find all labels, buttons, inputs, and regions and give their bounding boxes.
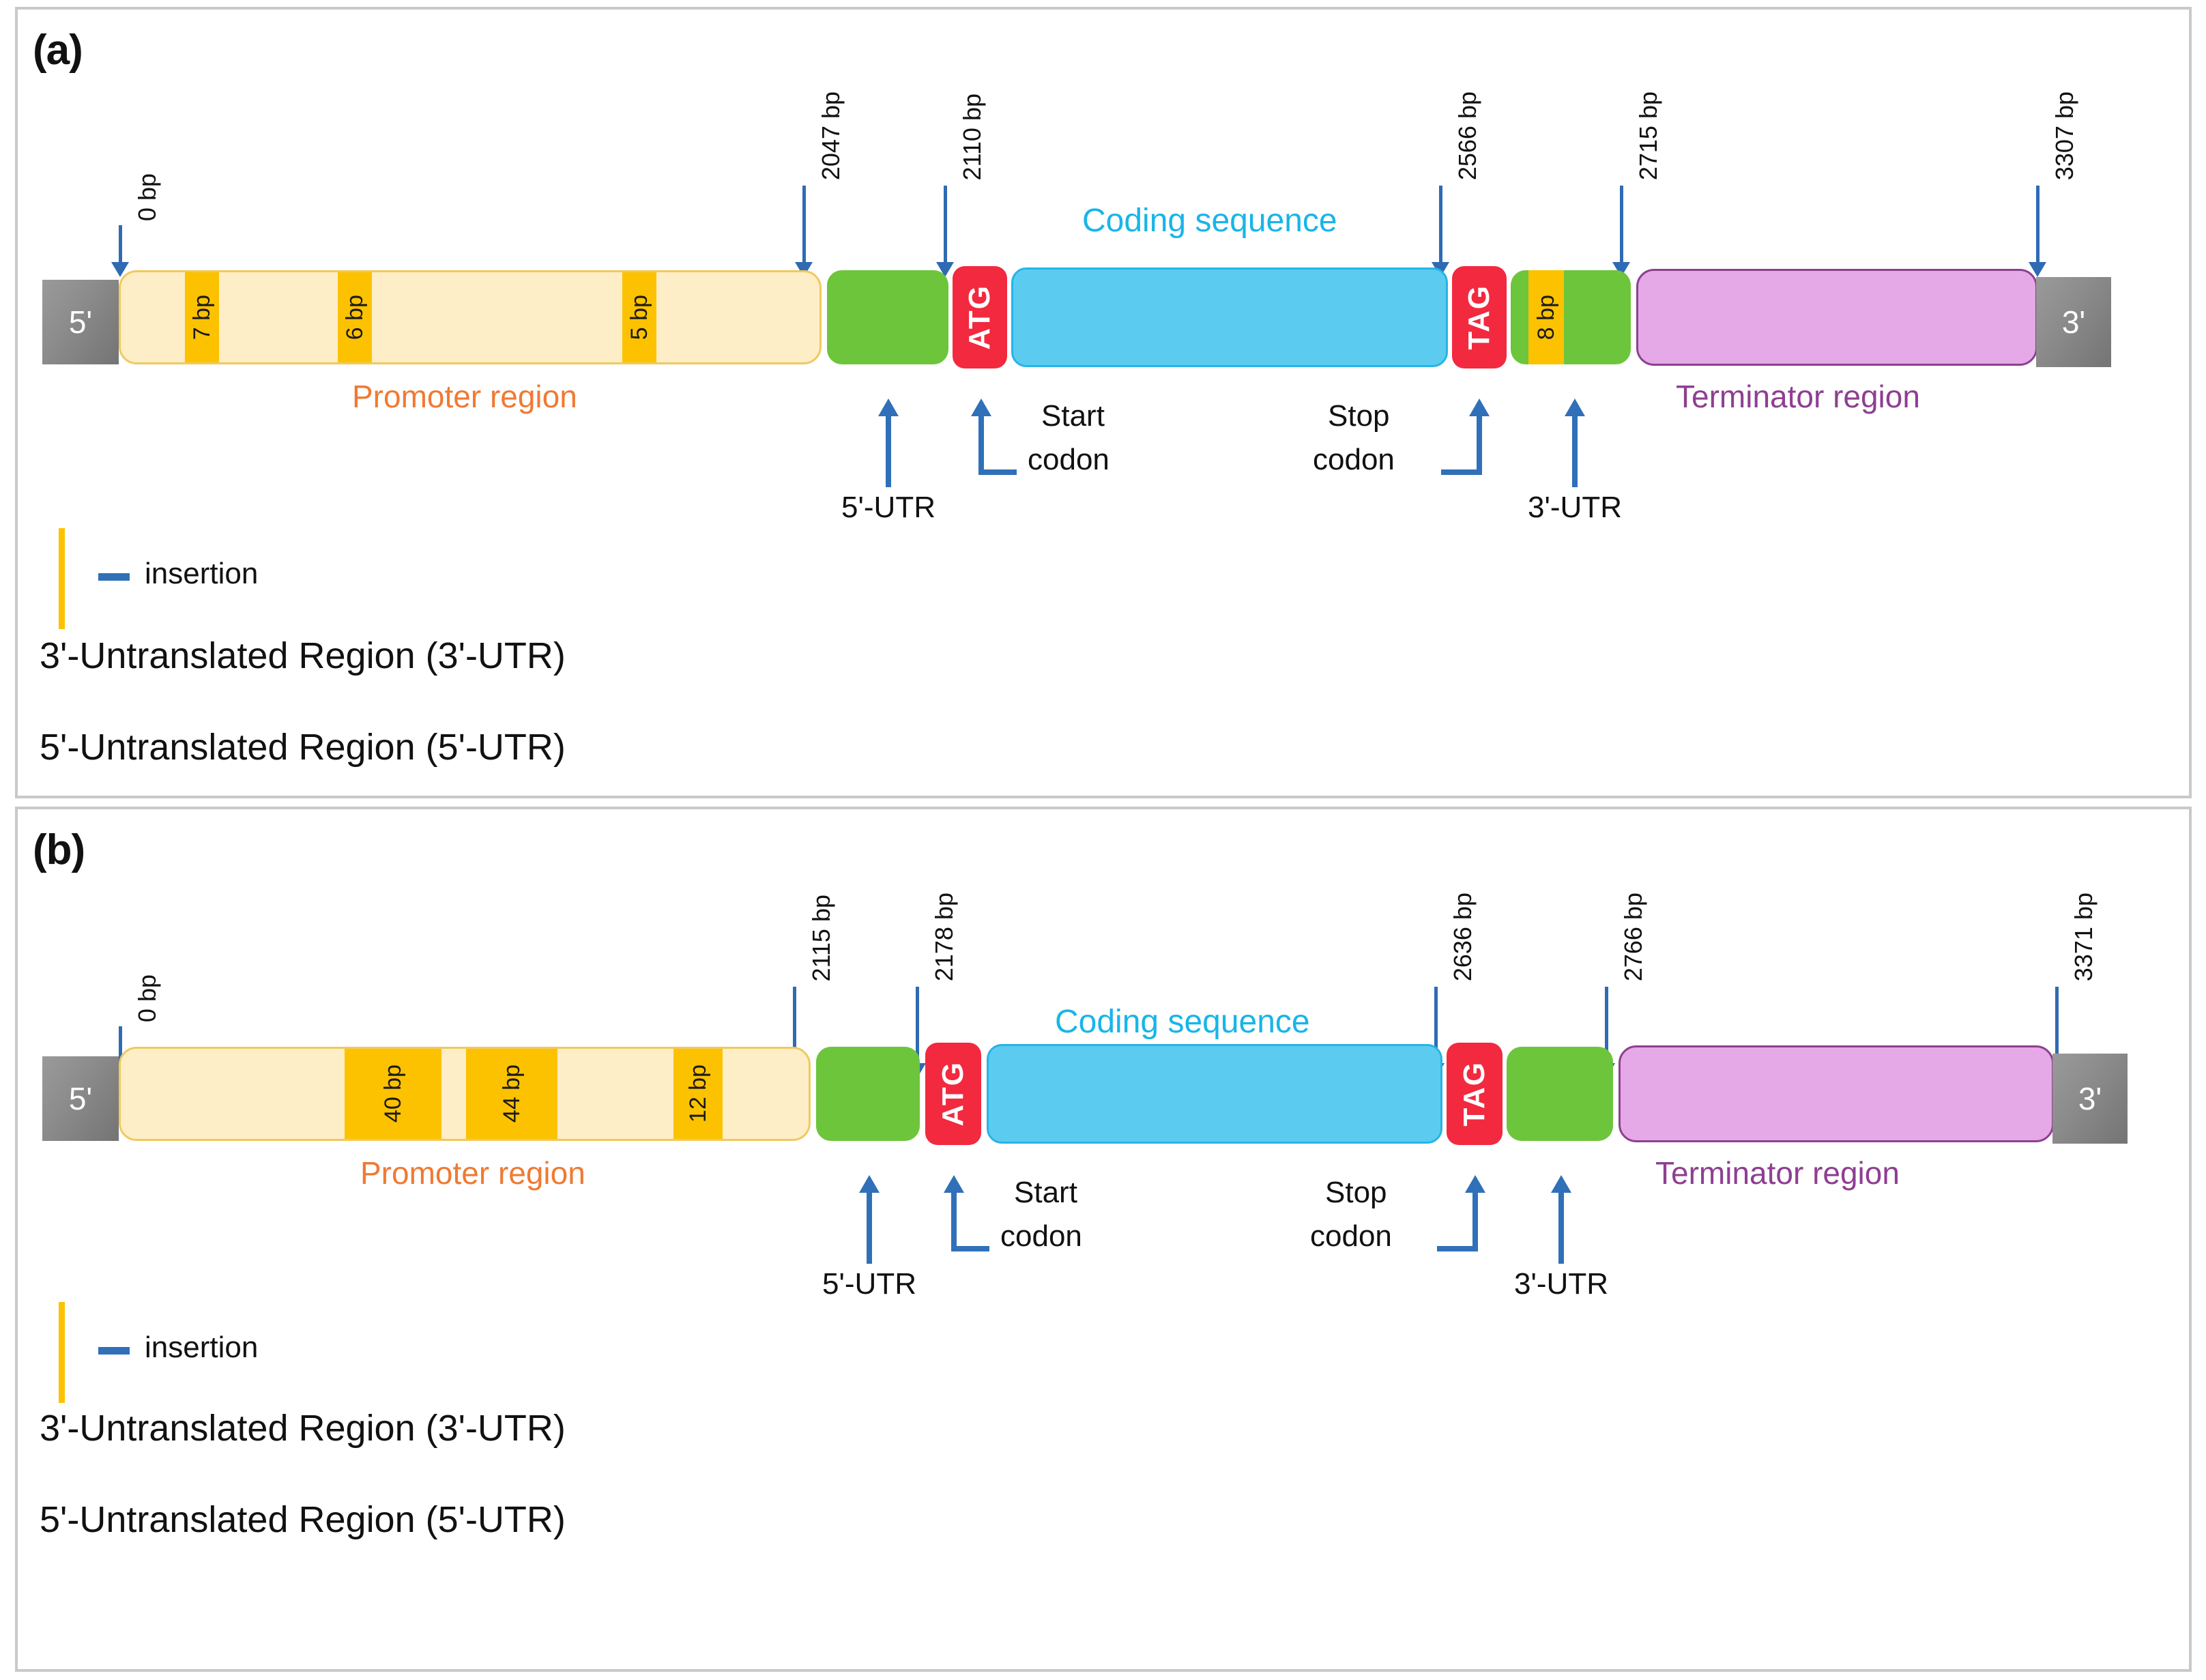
promoter-insertion-b-3-label: 12 bp bbox=[684, 1065, 711, 1123]
cds-label-b: Coding sequence bbox=[1055, 1004, 1310, 1040]
tick-label-2566bp: 2566 bp bbox=[1453, 91, 1481, 180]
legend-insertion-dash-a bbox=[98, 573, 130, 581]
three-prime-box-a: 3' bbox=[2036, 277, 2111, 367]
promoter-insertion-b-2: 44 bp bbox=[466, 1049, 557, 1139]
three-prime-label-b: 3' bbox=[2078, 1081, 2102, 1116]
three-prime-box-b: 3' bbox=[2052, 1054, 2128, 1144]
five-prime-label-b: 5' bbox=[68, 1081, 93, 1116]
legend-insertion-label-a: insertion bbox=[145, 557, 259, 590]
three-utr-label-b: 3'-UTR bbox=[1514, 1267, 1608, 1301]
tick-label-0bp-b: 0 bp bbox=[133, 974, 161, 1022]
cds-label-a: Coding sequence bbox=[1082, 203, 1337, 239]
five-utr-label-a: 5'-UTR bbox=[841, 491, 935, 524]
utr3-insertion-a-1-label: 8 bp bbox=[1533, 294, 1559, 341]
panel-b: (b) 0 bp 2115 bp 2178 bp 2636 bp 2766 bp bbox=[15, 807, 2192, 1672]
promoter-insertion-a-3-label: 5 bp bbox=[626, 294, 652, 341]
footnote-3utr-b: 3'-Untranslated Region (3'-UTR) bbox=[40, 1408, 566, 1449]
stop-codon-label-line1-b: Stop bbox=[1325, 1176, 1387, 1209]
start-codon-elbow-b bbox=[951, 1246, 989, 1251]
stop-codon-box-a: TAG bbox=[1452, 266, 1507, 368]
legend-insertion-bar-a bbox=[59, 528, 65, 629]
promoter-insertion-b-2-label: 44 bp bbox=[498, 1065, 525, 1123]
start-codon-box-a: ATG bbox=[953, 266, 1007, 368]
tick-label-2110bp: 2110 bp bbox=[958, 93, 986, 180]
promoter-label-b: Promoter region bbox=[360, 1155, 585, 1191]
five-utr-box-a bbox=[827, 270, 948, 364]
start-codon-label-line1-a: Start bbox=[1041, 399, 1105, 433]
tick-label-3307bp: 3307 bp bbox=[2050, 91, 2078, 180]
five-utr-box-b bbox=[816, 1047, 920, 1141]
stop-codon-seq-b: TAG bbox=[1457, 1061, 1491, 1127]
three-utr-box-a: 8 bp bbox=[1511, 270, 1631, 364]
promoter-insertion-b-3: 12 bp bbox=[673, 1049, 723, 1139]
panel-b-tag: (b) bbox=[33, 826, 85, 873]
stop-codon-label-line1-a: Stop bbox=[1328, 399, 1390, 433]
tick-label-2115bp: 2115 bp bbox=[807, 894, 835, 981]
terminator-region-a bbox=[1636, 269, 2037, 366]
coding-sequence-box-b bbox=[987, 1044, 1442, 1144]
promoter-insertion-b-1: 40 bp bbox=[345, 1049, 441, 1139]
footnote-5utr-b: 5'-Untranslated Region (5'-UTR) bbox=[40, 1499, 566, 1540]
tick-label-2766bp: 2766 bp bbox=[1619, 892, 1647, 981]
terminator-label-a: Terminator region bbox=[1676, 379, 1920, 414]
promoter-region-b: 40 bp 44 bp 12 bp bbox=[119, 1047, 811, 1141]
terminator-region-b bbox=[1619, 1045, 2054, 1142]
stop-codon-label-line2-b: codon bbox=[1310, 1219, 1392, 1253]
tick-label-2047bp: 2047 bp bbox=[817, 91, 845, 180]
three-prime-label-a: 3' bbox=[2061, 304, 2086, 340]
promoter-insertion-a-2-label: 6 bp bbox=[341, 294, 368, 341]
start-codon-box-b: ATG bbox=[925, 1043, 981, 1145]
tick-label-0bp: 0 bp bbox=[133, 173, 161, 221]
legend-insertion-dash-b bbox=[98, 1347, 130, 1355]
panel-a: (a) 0 bp 2047 bp 2110 bp 2566 bp 2715 bp bbox=[15, 7, 2192, 798]
five-prime-label-a: 5' bbox=[68, 304, 93, 340]
three-utr-box-b bbox=[1507, 1047, 1613, 1141]
promoter-label-a: Promoter region bbox=[352, 379, 577, 414]
start-codon-elbow-a bbox=[978, 469, 1017, 475]
five-utr-label-b: 5'-UTR bbox=[822, 1267, 916, 1301]
footnote-3utr-a: 3'-Untranslated Region (3'-UTR) bbox=[40, 635, 566, 676]
promoter-insertion-b-1-label: 40 bp bbox=[379, 1065, 406, 1123]
stop-codon-seq-a: TAG bbox=[1462, 285, 1496, 350]
promoter-insertion-a-3: 5 bp bbox=[622, 272, 656, 362]
terminator-label-b: Terminator region bbox=[1655, 1155, 1900, 1191]
promoter-insertion-a-1-label: 7 bp bbox=[188, 294, 215, 341]
start-codon-seq-b: ATG bbox=[936, 1061, 970, 1127]
stop-codon-elbow-a bbox=[1441, 469, 1481, 475]
start-codon-label-line2-b: codon bbox=[1000, 1219, 1082, 1253]
tick-label-2715bp: 2715 bp bbox=[1634, 91, 1662, 180]
legend-insertion-bar-b bbox=[59, 1302, 65, 1403]
tick-label-2178bp: 2178 bp bbox=[930, 892, 958, 981]
footnote-5utr-a: 5'-Untranslated Region (5'-UTR) bbox=[40, 727, 566, 768]
stop-codon-elbow-b bbox=[1437, 1246, 1477, 1251]
utr3-insertion-a-1: 8 bp bbox=[1528, 270, 1564, 364]
stop-codon-box-b: TAG bbox=[1447, 1043, 1503, 1145]
legend-insertion-label-b: insertion bbox=[145, 1331, 259, 1364]
three-utr-label-a: 3'-UTR bbox=[1528, 491, 1622, 524]
tick-label-2636bp: 2636 bp bbox=[1449, 892, 1477, 981]
start-codon-label-line2-a: codon bbox=[1028, 443, 1109, 476]
coding-sequence-box-a bbox=[1011, 267, 1448, 367]
promoter-insertion-a-2: 6 bp bbox=[338, 272, 372, 362]
promoter-insertion-a-1: 7 bp bbox=[185, 272, 219, 362]
panel-a-tag: (a) bbox=[33, 27, 83, 74]
start-codon-seq-a: ATG bbox=[963, 285, 996, 350]
start-codon-label-line1-b: Start bbox=[1014, 1176, 1077, 1209]
promoter-region-a: 7 bp 6 bp 5 bp bbox=[119, 270, 822, 364]
tick-label-3371bp: 3371 bp bbox=[2070, 892, 2098, 981]
stop-codon-label-line2-a: codon bbox=[1313, 443, 1395, 476]
five-prime-box-b: 5' bbox=[42, 1056, 119, 1141]
five-prime-box-a: 5' bbox=[42, 280, 119, 364]
